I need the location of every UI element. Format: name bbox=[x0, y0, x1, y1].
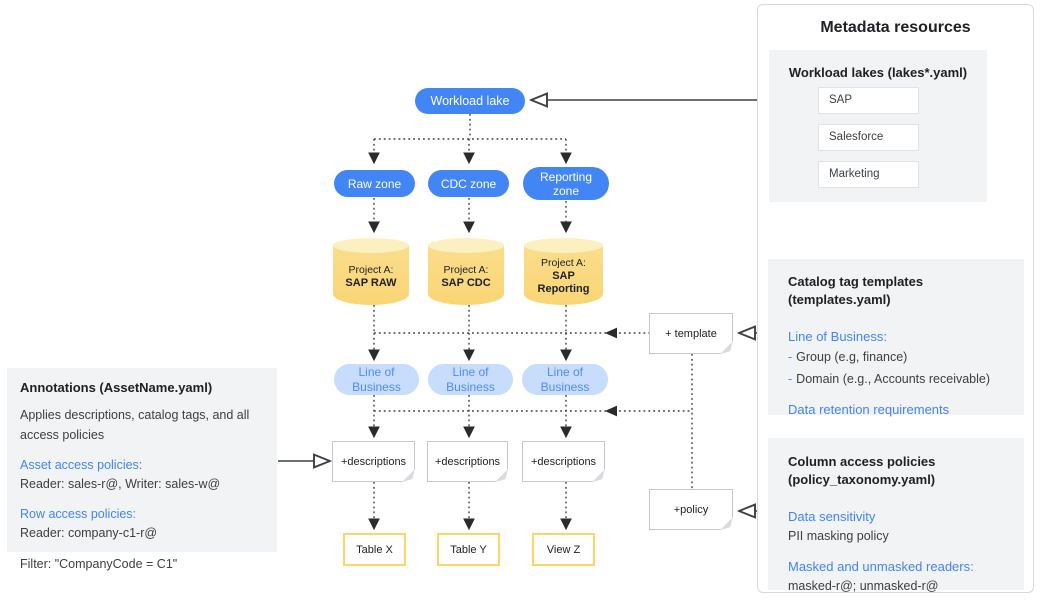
project-sap-raw-cylinder: Project A: SAP RAW bbox=[333, 238, 409, 305]
annotations-description: Applies descriptions, catalog tags, and … bbox=[20, 408, 250, 442]
data-sensitivity-heading: Data sensitivity bbox=[788, 509, 876, 524]
column-policies-subtitle: (policy_taxonomy.yaml) bbox=[788, 472, 936, 487]
lake-card-salesforce: Salesforce bbox=[818, 124, 919, 151]
asset-access-value: Reader: sales-r@, Writer: sales-w@ bbox=[20, 477, 221, 491]
descriptions-note-label: +descriptions bbox=[530, 455, 597, 468]
cylinder-body bbox=[428, 245, 504, 305]
workload-lakes-section: Workload lakes (lakes*.yaml) SAP Salesfo… bbox=[769, 50, 987, 202]
cylinder-label: Project A: SAP CDC bbox=[430, 253, 502, 300]
masked-readers-heading: Masked and unmasked readers: bbox=[788, 559, 974, 574]
line-of-business-node: Line of Business bbox=[334, 364, 419, 395]
catalog-templates-title: Catalog tag templates bbox=[788, 274, 924, 289]
annotations-panel: Annotations (AssetName.yaml) Applies des… bbox=[7, 368, 277, 571]
policy-note-label: +policy bbox=[673, 503, 709, 516]
line-of-business-node: Line of Business bbox=[522, 364, 608, 395]
asset-access-heading: Asset access policies: bbox=[20, 458, 143, 472]
cylinder-top bbox=[428, 238, 504, 253]
table-x-node: Table X bbox=[343, 533, 406, 566]
template-note-label: + template bbox=[665, 327, 717, 340]
project-prefix: Project A: bbox=[443, 263, 489, 276]
cylinder-label: Project A: SAP Reporting bbox=[526, 253, 601, 300]
descriptions-note: +descriptions bbox=[332, 441, 415, 482]
folded-corner-icon bbox=[720, 517, 733, 530]
descriptions-note: +descriptions bbox=[427, 441, 508, 482]
data-retention-heading: Data retention requirements bbox=[788, 402, 950, 417]
folded-corner-icon bbox=[592, 469, 605, 482]
column-policies-title: Column access policies bbox=[788, 454, 936, 469]
descriptions-note-label: +descriptions bbox=[434, 455, 501, 468]
lob-heading: Line of Business: bbox=[788, 329, 888, 344]
policy-note: +policy bbox=[649, 489, 733, 530]
folded-corner-icon bbox=[495, 469, 508, 482]
view-z-node: View Z bbox=[532, 533, 595, 566]
lake-card-sap: SAP bbox=[818, 87, 919, 114]
row-access-heading: Row access policies: bbox=[20, 507, 137, 521]
workload-lakes-title: Workload lakes (lakes*.yaml) bbox=[788, 65, 968, 80]
project-name: SAP Reporting bbox=[537, 270, 590, 295]
annotations-title: Annotations (AssetName.yaml) bbox=[20, 380, 213, 395]
metadata-panel-title: Metadata resources bbox=[820, 19, 971, 36]
project-sap-cdc-cylinder: Project A: SAP CDC bbox=[428, 238, 504, 305]
bullet-dash: - bbox=[788, 372, 793, 386]
template-item-domain: -Domain (e.g., Accounts receivable) bbox=[788, 368, 1010, 390]
lake-card-marketing: Marketing bbox=[818, 161, 919, 188]
descriptions-note-label: +descriptions bbox=[340, 455, 407, 468]
table-y-node: Table Y bbox=[437, 533, 500, 566]
template-item-text: Domain (e.g., Accounts receivable) bbox=[796, 372, 991, 386]
workload-lake-node: Workload lake bbox=[415, 88, 525, 114]
catalog-templates-section: Catalog tag templates (templates.yaml) L… bbox=[768, 259, 1024, 417]
cylinder-label: Project A: SAP RAW bbox=[335, 253, 407, 300]
descriptions-note: +descriptions bbox=[522, 441, 605, 482]
template-note: + template bbox=[649, 313, 733, 354]
row-access-value: Reader: company-c1-r@ bbox=[20, 526, 158, 540]
data-sensitivity-value: PII masking policy bbox=[788, 529, 889, 543]
cylinder-top bbox=[333, 238, 409, 253]
catalog-templates-subtitle: (templates.yaml) bbox=[788, 292, 891, 307]
template-item-text: Group (e.g, finance) bbox=[796, 350, 908, 364]
template-item-group: -Group (e.g, finance) bbox=[788, 346, 1010, 368]
project-prefix: Project A: bbox=[541, 257, 586, 269]
line-of-business-node: Line of Business bbox=[428, 364, 513, 395]
project-name: SAP RAW bbox=[345, 276, 397, 289]
folded-corner-icon bbox=[402, 469, 415, 482]
cylinder-body bbox=[333, 245, 409, 305]
project-name: SAP CDC bbox=[441, 276, 491, 289]
project-sap-reporting-cylinder: Project A: SAP Reporting bbox=[524, 238, 603, 305]
masked-readers-value: masked-r@; unmasked-r@ bbox=[788, 579, 939, 593]
folded-corner-icon bbox=[720, 341, 733, 354]
cdc-zone-node: CDC zone bbox=[428, 170, 509, 197]
metadata-resources-panel: Metadata resources Workload lakes (lakes… bbox=[757, 4, 1034, 593]
reporting-zone-node: Reporting zone bbox=[523, 167, 609, 200]
project-prefix: Project A: bbox=[348, 263, 394, 276]
cylinder-top bbox=[524, 238, 603, 253]
bullet-dash: - bbox=[788, 350, 793, 364]
column-policies-section: Column access policies (policy_taxonomy.… bbox=[768, 438, 1024, 593]
rail-arrowheads bbox=[605, 327, 617, 417]
cylinder-body bbox=[524, 245, 603, 305]
raw-zone-node: Raw zone bbox=[334, 170, 415, 197]
filter-value: Filter: "CompanyCode = C1" bbox=[20, 557, 178, 571]
